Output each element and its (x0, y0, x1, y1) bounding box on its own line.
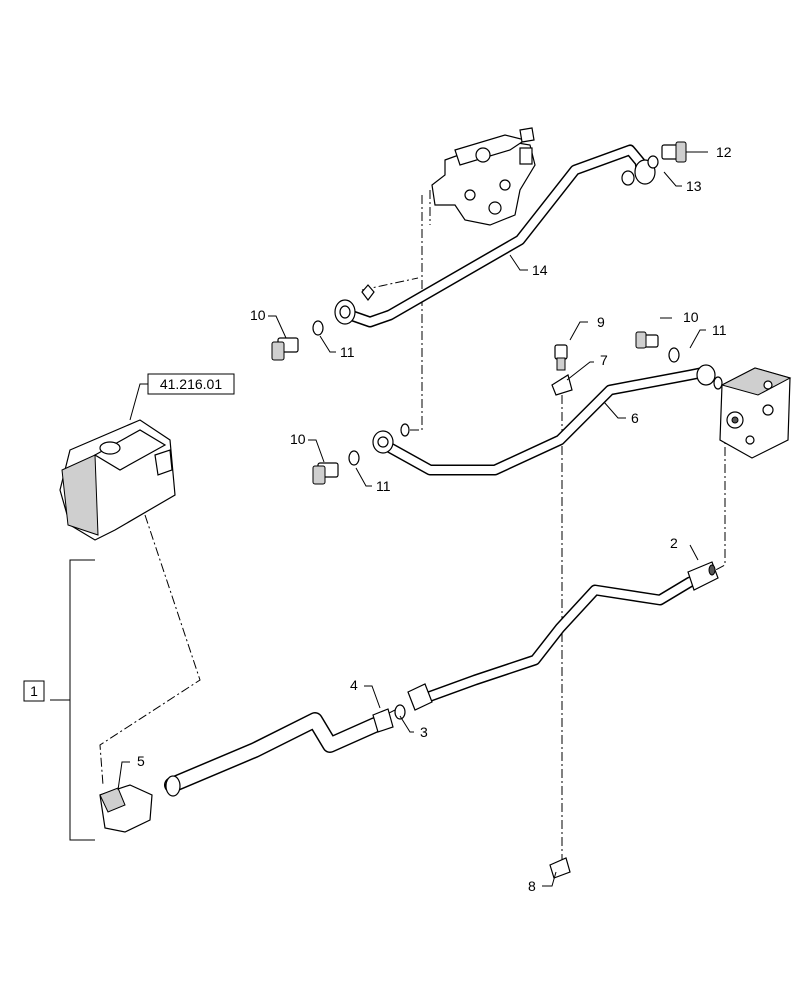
hydraulic-pump (59, 419, 176, 541)
callout-leaders (117, 151, 708, 887)
alignment-lines (99, 190, 726, 862)
callout-7[interactable]: 7 (600, 352, 608, 368)
callout-10-mid[interactable]: 10 (290, 431, 306, 447)
callout-10-right[interactable]: 10 (683, 309, 699, 325)
pressure-pipe (414, 576, 696, 706)
assembly-label: 1 (30, 683, 38, 699)
callout-4[interactable]: 4 (350, 677, 358, 693)
fittings (99, 141, 723, 879)
assembly-box[interactable]: 1 (23, 680, 45, 702)
callout-10-top[interactable]: 10 (250, 307, 266, 323)
callout-11-right[interactable]: 11 (712, 322, 727, 338)
callout-14[interactable]: 14 (532, 262, 548, 278)
callout-13[interactable]: 13 (686, 178, 702, 194)
callout-3[interactable]: 3 (420, 724, 428, 740)
callout-9[interactable]: 9 (597, 314, 605, 330)
callout-11-top[interactable]: 11 (340, 344, 355, 360)
callout-12[interactable]: 12 (716, 144, 732, 160)
pipe-14 (344, 144, 648, 328)
callout-2[interactable]: 2 (670, 535, 678, 551)
reference-box[interactable]: 41.216.01 (129, 373, 235, 421)
callout-11-mid[interactable]: 11 (376, 478, 391, 494)
callout-5[interactable]: 5 (137, 753, 145, 769)
pipe-6 (379, 366, 711, 476)
reference-label: 41.216.01 (160, 376, 222, 392)
callout-6[interactable]: 6 (631, 410, 639, 426)
callout-numbers: 12 13 14 10 11 9 10 11 7 6 10 11 2 4 3 5… (137, 144, 732, 894)
manifold-block (719, 367, 792, 459)
assembly-bracket (50, 559, 95, 841)
control-valve-body (431, 127, 536, 226)
callout-8[interactable]: 8 (528, 878, 536, 894)
suction-hose (164, 712, 383, 793)
